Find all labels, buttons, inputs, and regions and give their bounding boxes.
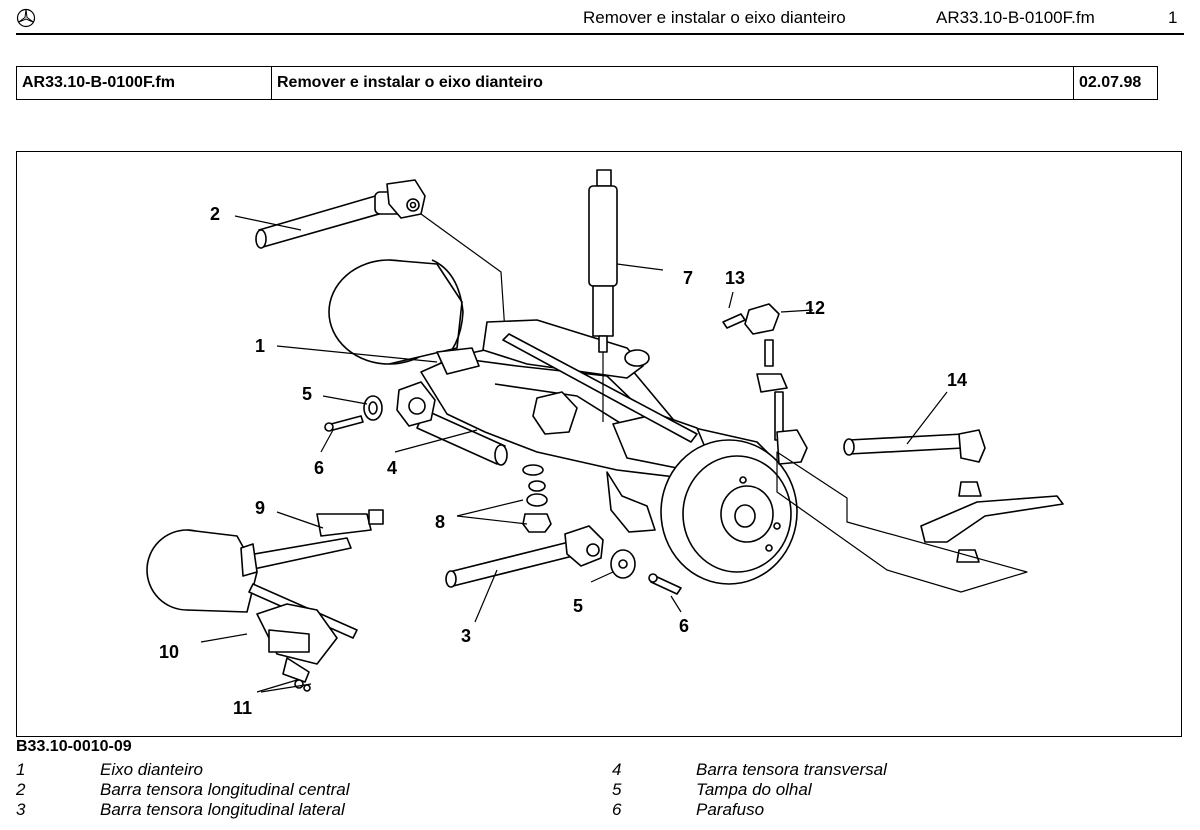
header-rule xyxy=(16,33,1184,35)
mercedes-star-icon xyxy=(16,8,36,28)
legend-num-4: 4 xyxy=(612,760,622,779)
callout-6-left: 6 xyxy=(314,458,324,478)
legend-text-5: Tampa do olhal xyxy=(696,780,812,799)
brake-drum-left xyxy=(328,259,464,367)
bolt-lower xyxy=(648,573,682,595)
callout-7: 7 xyxy=(683,268,693,288)
bushing-set xyxy=(522,464,552,533)
info-date: 02.07.98 xyxy=(1079,74,1142,91)
tie-rod-right xyxy=(843,429,1064,563)
lateral-rod xyxy=(445,525,604,588)
exploded-axle-diagram: 2 1 5 6 4 7 13 12 14 8 9 10 11 3 5 6 xyxy=(16,151,1182,737)
legend-num-6: 6 xyxy=(612,800,622,819)
callout-2: 2 xyxy=(210,204,220,224)
legend-num-2: 2 xyxy=(16,780,26,799)
central-rod xyxy=(255,179,426,249)
info-title: Remover e instalar o eixo dianteiro xyxy=(272,67,1074,99)
legend-text-2: Barra tensora longitudinal central xyxy=(100,780,350,799)
legend-num-3: 3 xyxy=(16,800,26,819)
legend-num-1: 1 xyxy=(16,760,26,779)
figure-id: B33.10-0010-09 xyxy=(16,738,132,755)
callout-3: 3 xyxy=(461,626,471,646)
header-title: Remover e instalar o eixo dianteiro xyxy=(583,8,846,27)
brake-drum-right xyxy=(660,439,798,585)
eye-cap-lower xyxy=(610,549,636,579)
legend-text-6: Parafuso xyxy=(696,800,765,819)
eye-cap-left xyxy=(363,395,383,421)
page-number: 1 xyxy=(1168,8,1178,27)
shock-absorber xyxy=(588,169,618,353)
callout-8: 8 xyxy=(435,512,445,532)
callout-5-left: 5 xyxy=(302,384,312,404)
callout-6-lower: 6 xyxy=(679,616,689,636)
stud-and-nut xyxy=(722,303,808,465)
transverse-rod-upper xyxy=(502,333,698,443)
legend-num-5: 5 xyxy=(612,780,622,799)
callout-5-lower: 5 xyxy=(573,596,583,616)
callout-13: 13 xyxy=(725,268,745,288)
legend-text-1: Eixo dianteiro xyxy=(100,760,204,779)
callout-14: 14 xyxy=(947,370,967,390)
info-file: AR33.10-B-0100F.fm xyxy=(17,67,272,99)
axle-drawing: 2 1 5 6 4 7 13 12 14 8 9 10 11 3 5 6 xyxy=(146,169,1064,718)
callout-1: 1 xyxy=(255,336,265,356)
bolt-left xyxy=(324,415,364,432)
header-file: AR33.10-B-0100F.fm xyxy=(936,8,1095,27)
info-table: AR33.10-B-0100F.fm Remover e instalar o … xyxy=(16,66,1158,100)
callout-4: 4 xyxy=(387,458,397,478)
callout-9: 9 xyxy=(255,498,265,518)
callout-11: 11 xyxy=(233,698,252,718)
legend-text-4: Barra tensora transversal xyxy=(696,760,887,779)
callout-12: 12 xyxy=(805,298,825,318)
inset-assembly xyxy=(146,509,384,692)
transverse-rod xyxy=(396,381,508,466)
callout-10: 10 xyxy=(159,642,179,662)
legend-text-3: Barra tensora longitudinal lateral xyxy=(100,800,345,819)
front-axle xyxy=(420,319,778,533)
